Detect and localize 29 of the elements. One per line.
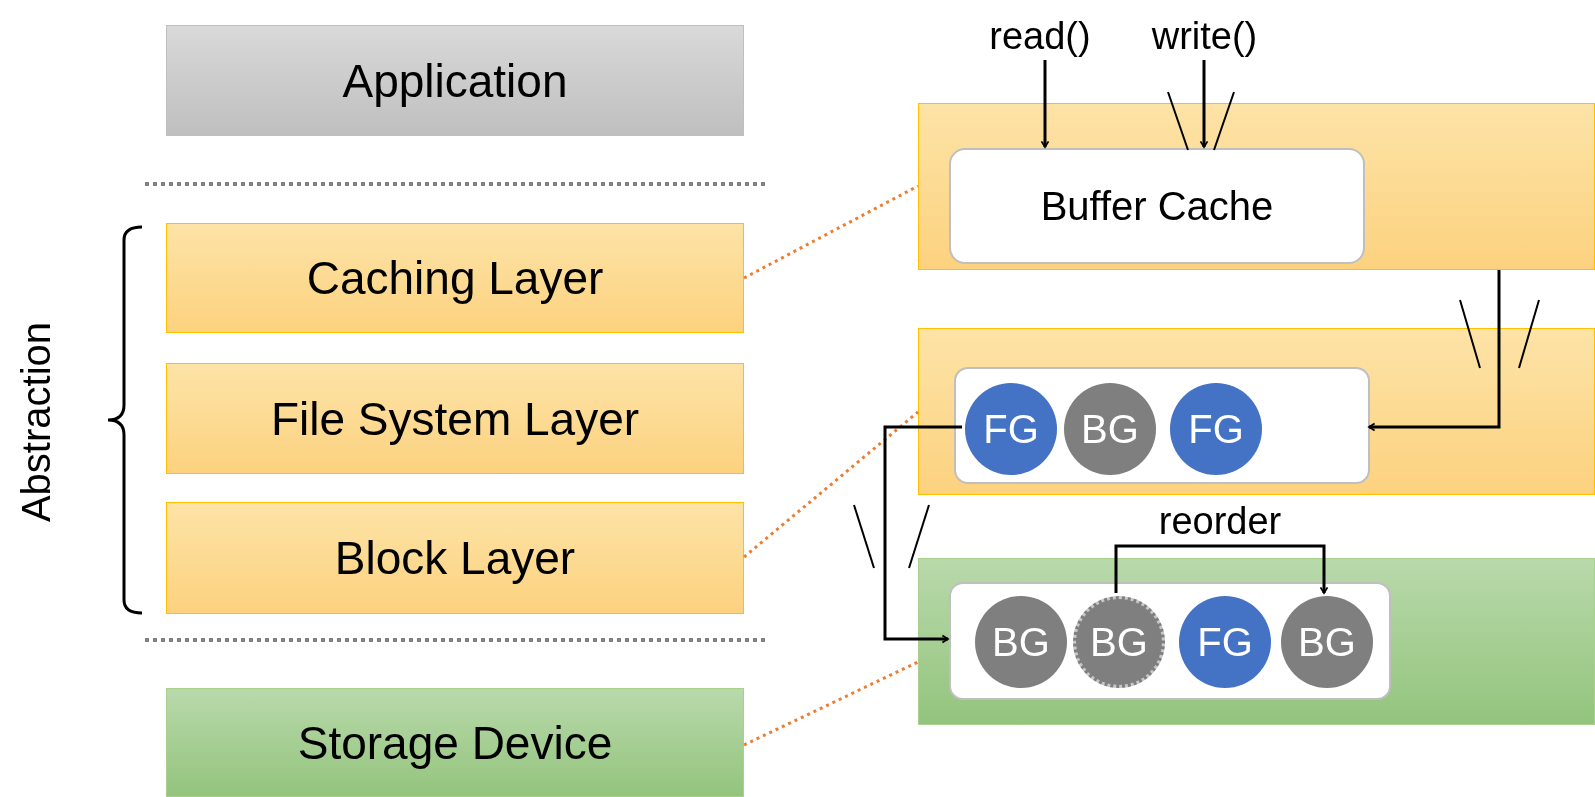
- request-circle: FG: [1179, 596, 1271, 688]
- leader-line: [743, 184, 919, 280]
- request-circle: BG: [1281, 596, 1373, 688]
- layer-band: [918, 558, 1595, 725]
- function-label: write(): [1132, 12, 1277, 60]
- layer-box: Caching Layer: [166, 223, 744, 333]
- leader-line: [743, 660, 919, 747]
- arrow: [1368, 270, 1501, 432]
- arrow: [1199, 60, 1209, 148]
- arrow: [1040, 60, 1050, 148]
- leader-line: [743, 410, 919, 559]
- arrow: [1114, 544, 1329, 594]
- layer-box: Storage Device: [166, 688, 744, 797]
- layer-box: Application: [166, 25, 744, 136]
- queue-box: [949, 582, 1391, 700]
- layer-band: [918, 328, 1595, 495]
- queue-box: [954, 367, 1370, 484]
- request-circle: BG: [1073, 596, 1165, 688]
- buffer-box: Buffer Cache: [949, 148, 1365, 264]
- layer-box: File System Layer: [166, 363, 744, 474]
- request-circle: BG: [1064, 383, 1156, 475]
- layer-box: Block Layer: [166, 502, 744, 614]
- request-circle: FG: [1170, 383, 1262, 475]
- arrow: [883, 425, 962, 644]
- layer-band: [918, 103, 1595, 270]
- function-label: read(): [975, 12, 1105, 60]
- request-circle: FG: [965, 383, 1057, 475]
- axis-title: Abstraction: [13, 321, 59, 523]
- request-circle: BG: [975, 596, 1067, 688]
